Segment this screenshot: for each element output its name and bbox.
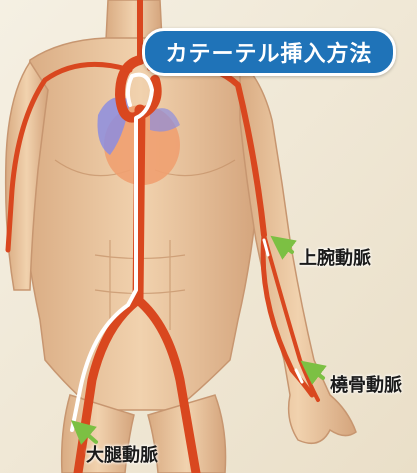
label-femoral-artery: 大腿動脈 [86,441,158,467]
label-radial-artery: 橈骨動脈 [330,371,402,397]
label-brachial-artery: 上腕動脈 [299,244,371,270]
title-badge: カテーテル挿入方法 [142,28,396,76]
